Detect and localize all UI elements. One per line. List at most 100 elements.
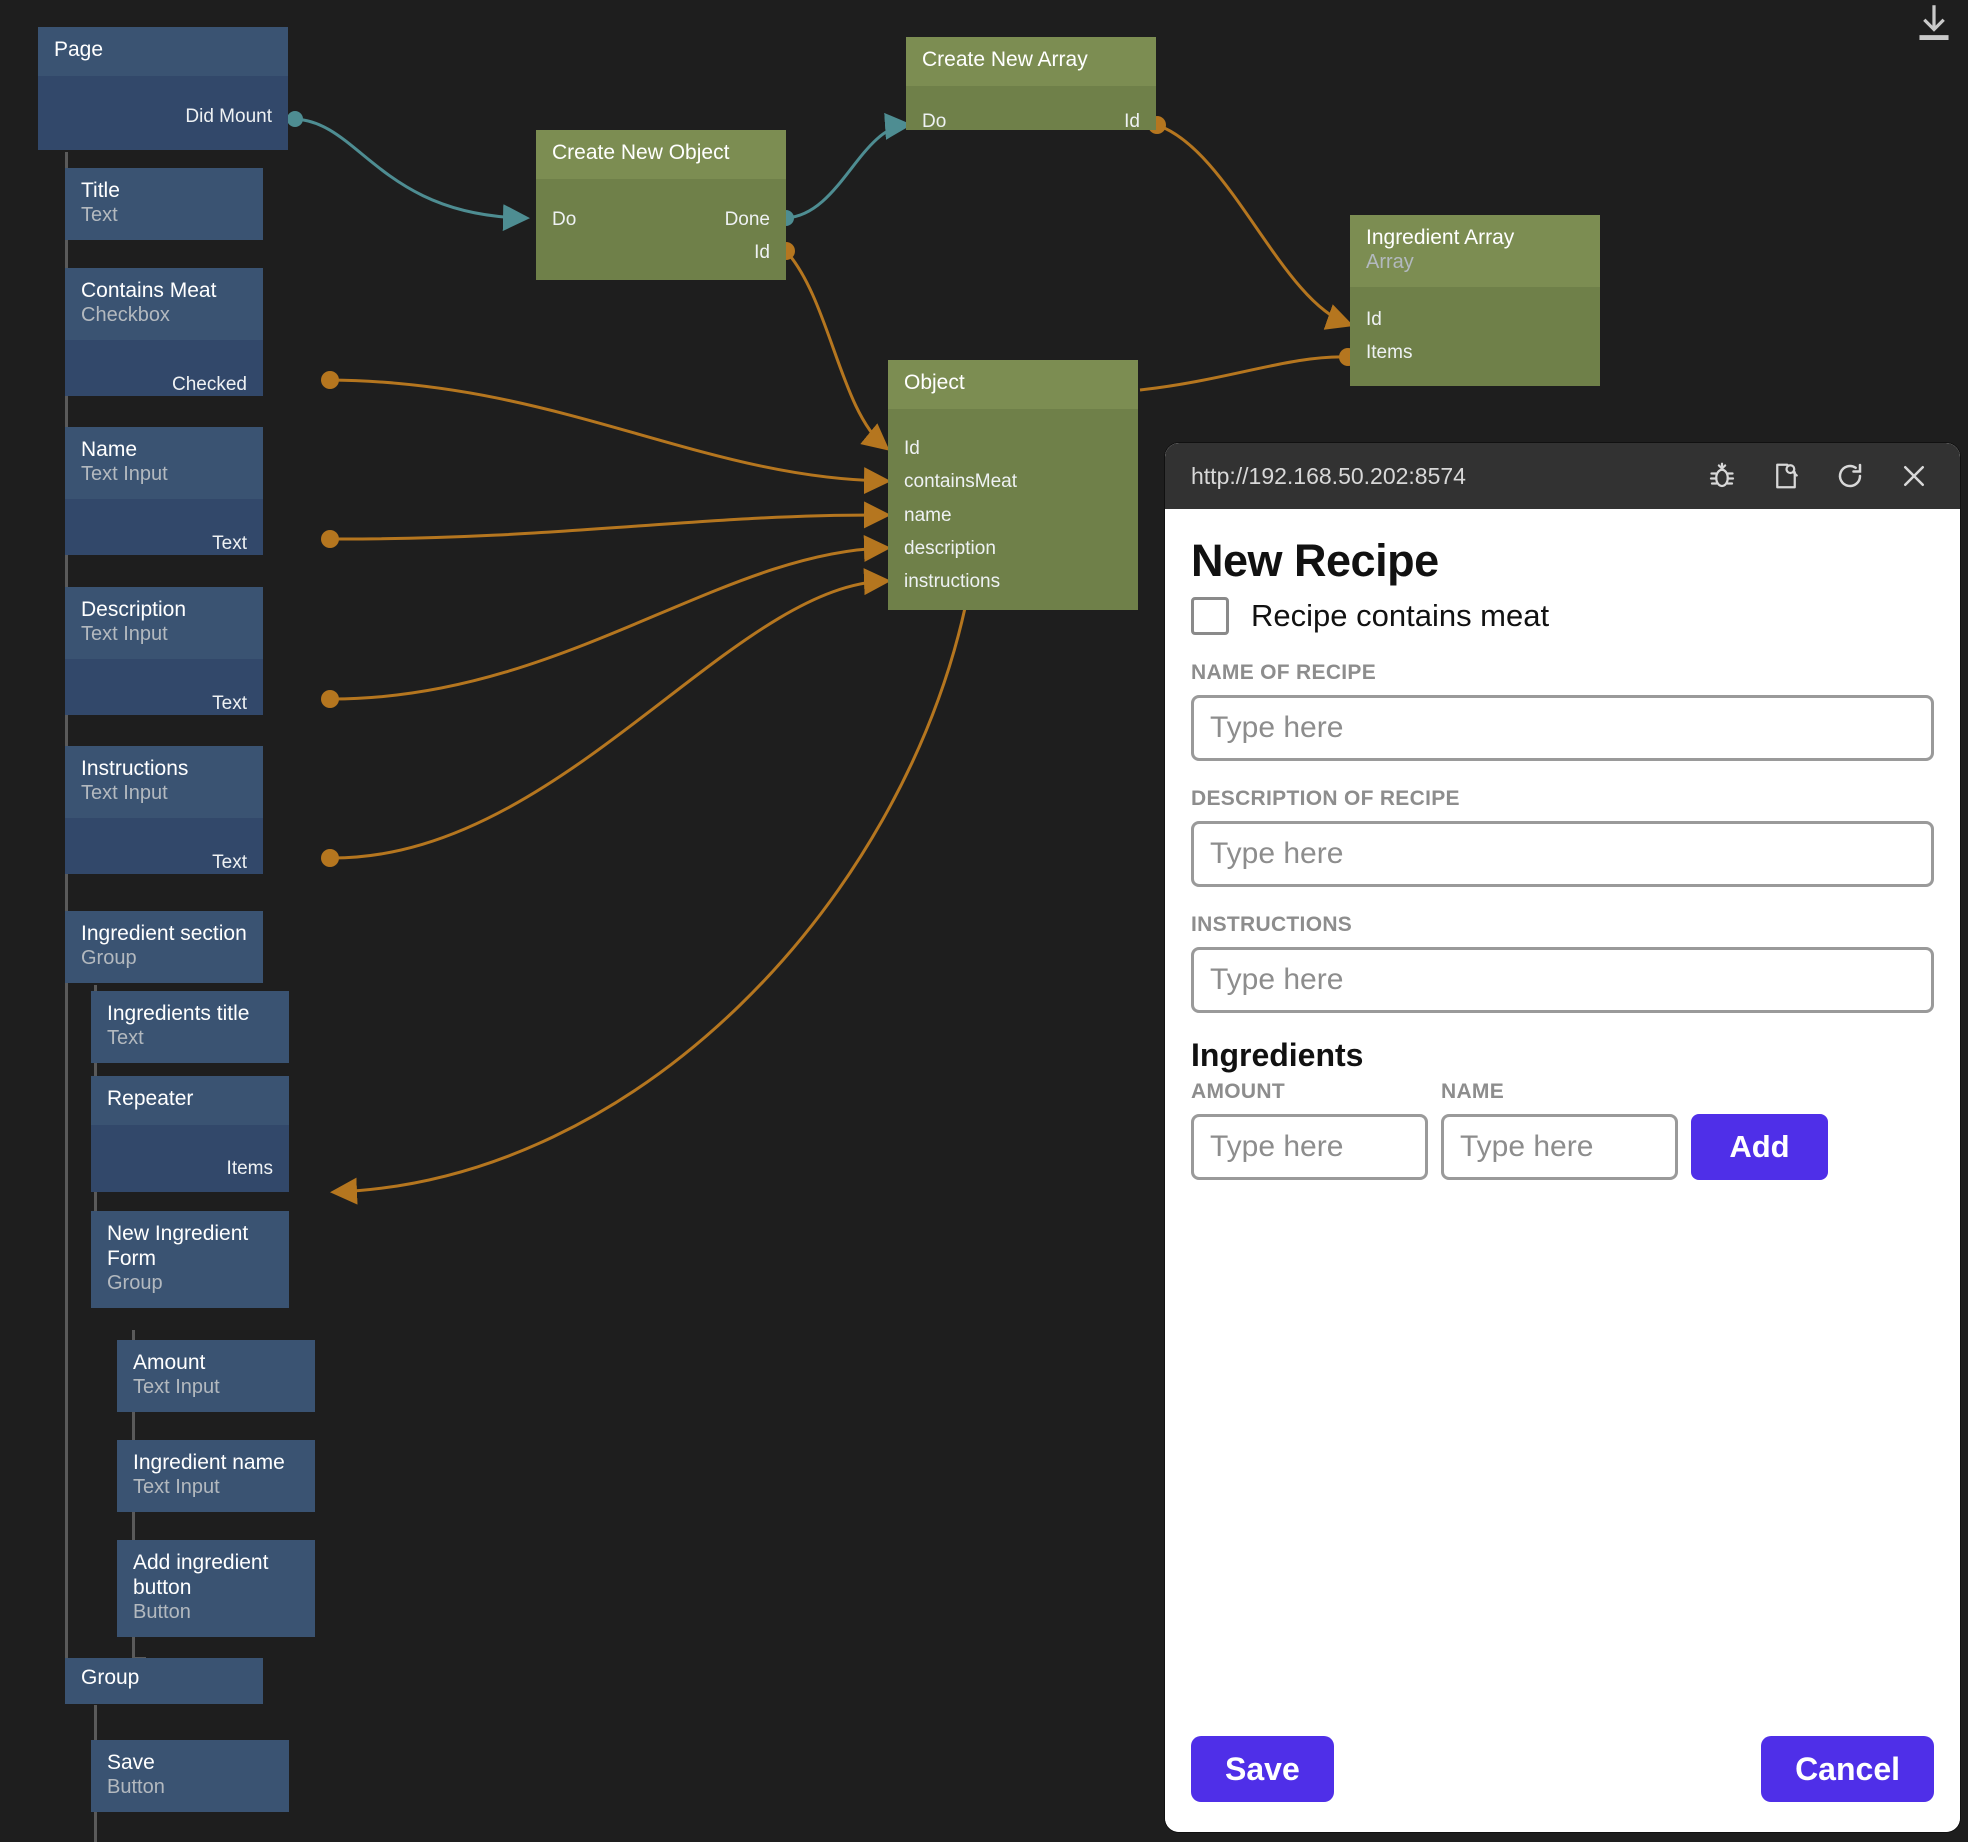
amount-field-group: AMOUNT Type here: [1191, 1074, 1428, 1180]
node-title: Amount: [133, 1351, 206, 1374]
node-title: Create New Array: [922, 48, 1088, 71]
tree-node-description[interactable]: Description Text Input Text: [65, 587, 263, 715]
node-title: Page: [54, 38, 104, 61]
node-port-text[interactable]: Text: [212, 852, 247, 874]
node-subtitle: Button: [107, 1775, 165, 1798]
node-subtitle: Checkbox: [81, 303, 170, 326]
node-title: Ingredients title: [107, 1002, 250, 1025]
preview-panel: http://192.168.50.202:8574: [1165, 443, 1960, 1832]
node-subtitle: Array: [1366, 250, 1414, 273]
node-port-id[interactable]: Id: [1366, 309, 1382, 331]
tree-node-amount[interactable]: Amount Text Input: [117, 1340, 315, 1413]
instructions-label: INSTRUCTIONS: [1191, 912, 1353, 936]
node-subtitle: Button: [133, 1600, 191, 1623]
node-port-did-mount[interactable]: Did Mount: [185, 105, 272, 127]
node-title: Contains Meat: [81, 279, 217, 302]
tree-node-ingredient-section[interactable]: Ingredient section Group: [65, 911, 263, 984]
ingredient-name-input[interactable]: Type here: [1441, 1113, 1678, 1180]
node-port-do[interactable]: Do: [922, 110, 947, 132]
tree-node-title[interactable]: Title Text: [65, 168, 263, 241]
tree-node-ingredient-name[interactable]: Ingredient name Text Input: [117, 1440, 315, 1513]
tree-node-group[interactable]: Group: [65, 1658, 263, 1706]
bug-icon[interactable]: [1700, 454, 1744, 498]
node-title: Instructions: [81, 757, 189, 780]
url-text[interactable]: http://192.168.50.202:8574: [1191, 462, 1466, 489]
description-of-recipe-label: DESCRIPTION OF RECIPE: [1191, 786, 1460, 810]
node-subtitle: Text: [81, 203, 118, 226]
preview-body: New Recipe Recipe contains meat NAME OF …: [1165, 509, 1960, 1832]
close-icon[interactable]: [1892, 454, 1936, 498]
node-port-name[interactable]: name: [904, 504, 952, 526]
ingredient-entry-row: AMOUNT Type here NAME Type here Add: [1191, 1074, 1934, 1180]
ingredient-name-label: NAME: [1441, 1079, 1505, 1103]
node-port-text[interactable]: Text: [212, 533, 247, 555]
node-title: Description: [81, 598, 187, 621]
node-port-items[interactable]: Items: [226, 1157, 273, 1179]
node-port-description[interactable]: description: [904, 537, 996, 559]
node-title: Title: [81, 179, 120, 202]
node-subtitle: Text: [107, 1026, 144, 1049]
node-title: Name: [81, 438, 138, 461]
node-port-do[interactable]: Do: [552, 208, 577, 230]
contains-meat-label: Recipe contains meat: [1251, 597, 1550, 633]
node-title: Object: [904, 371, 965, 394]
save-button[interactable]: Save: [1191, 1736, 1334, 1802]
description-of-recipe-input[interactable]: Type here: [1191, 820, 1934, 887]
node-subtitle: Text Input: [81, 781, 168, 804]
node-title: New Ingredient Form: [107, 1222, 249, 1270]
instructions-input[interactable]: Type here: [1191, 946, 1934, 1013]
node-subtitle: Text Input: [133, 1375, 220, 1398]
node-subtitle: Group: [107, 1271, 163, 1294]
node-port-containsmeat[interactable]: containsMeat: [904, 470, 1018, 492]
node-port-done[interactable]: Done: [724, 208, 770, 230]
reload-icon[interactable]: [1828, 454, 1872, 498]
logic-node-create-new-array[interactable]: Create New Array Do Id: [906, 37, 1156, 132]
tree-node-new-ingredient-form[interactable]: New Ingredient Form Group: [91, 1211, 289, 1309]
node-port-id[interactable]: Id: [1124, 110, 1140, 132]
logic-node-create-new-object[interactable]: Create New Object Do Done Id: [536, 130, 786, 280]
node-subtitle: Group: [81, 946, 137, 969]
node-port-items[interactable]: Items: [1366, 342, 1413, 364]
tree-node-contains-meat[interactable]: Contains Meat Checkbox Checked: [65, 268, 263, 396]
amount-input[interactable]: Type here: [1191, 1113, 1428, 1180]
node-subtitle: Text Input: [133, 1475, 220, 1498]
contains-meat-checkbox[interactable]: [1191, 596, 1229, 635]
node-title: Group: [81, 1666, 140, 1689]
node-port-id[interactable]: Id: [904, 437, 920, 459]
cancel-button[interactable]: Cancel: [1761, 1736, 1934, 1802]
contains-meat-row[interactable]: Recipe contains meat: [1191, 596, 1934, 635]
tree-node-ingredients-title[interactable]: Ingredients title Text: [91, 991, 289, 1064]
tree-node-instructions[interactable]: Instructions Text Input Text: [65, 746, 263, 874]
node-title: Save: [107, 1751, 155, 1774]
name-of-recipe-input[interactable]: Type here: [1191, 694, 1934, 761]
tree-node-page[interactable]: Page Did Mount: [38, 27, 288, 150]
ingredient-name-field-group: NAME Type here: [1441, 1074, 1678, 1180]
node-subtitle: Text Input: [81, 462, 168, 485]
node-title: Ingredient name: [133, 1451, 285, 1474]
logic-node-ingredient-array[interactable]: Ingredient Array Array Id Items: [1350, 215, 1600, 386]
tree-node-repeater[interactable]: Repeater Items: [91, 1076, 289, 1192]
logic-node-object[interactable]: Object Id containsMeat name description …: [888, 360, 1138, 610]
amount-label: AMOUNT: [1191, 1079, 1285, 1103]
tree-node-name[interactable]: Name Text Input Text: [65, 427, 263, 555]
page-title: New Recipe: [1191, 535, 1439, 586]
tree-node-save[interactable]: Save Button: [91, 1740, 289, 1842]
add-ingredient-button[interactable]: Add: [1691, 1113, 1828, 1180]
download-icon[interactable]: [1914, 2, 1954, 44]
node-title: Repeater: [107, 1087, 194, 1110]
name-of-recipe-label: NAME OF RECIPE: [1191, 660, 1377, 684]
inspect-page-icon[interactable]: [1764, 454, 1808, 498]
node-title: Ingredient Array: [1366, 226, 1515, 249]
node-title: Create New Object: [552, 141, 730, 164]
preview-header: http://192.168.50.202:8574: [1165, 443, 1960, 509]
node-title: Add ingredient button: [133, 1551, 269, 1599]
node-port-checked[interactable]: Checked: [172, 374, 247, 396]
node-title: Ingredient section: [81, 922, 247, 945]
ingredients-heading: Ingredients: [1191, 1036, 1364, 1073]
node-port-instructions[interactable]: instructions: [904, 570, 1001, 592]
preview-footer: Save Cancel: [1191, 1736, 1934, 1802]
node-port-text[interactable]: Text: [212, 693, 247, 715]
tree-node-add-ingredient-button[interactable]: Add ingredient button Button: [117, 1540, 315, 1638]
node-subtitle: Text Input: [81, 622, 168, 645]
node-port-id[interactable]: Id: [754, 241, 770, 263]
